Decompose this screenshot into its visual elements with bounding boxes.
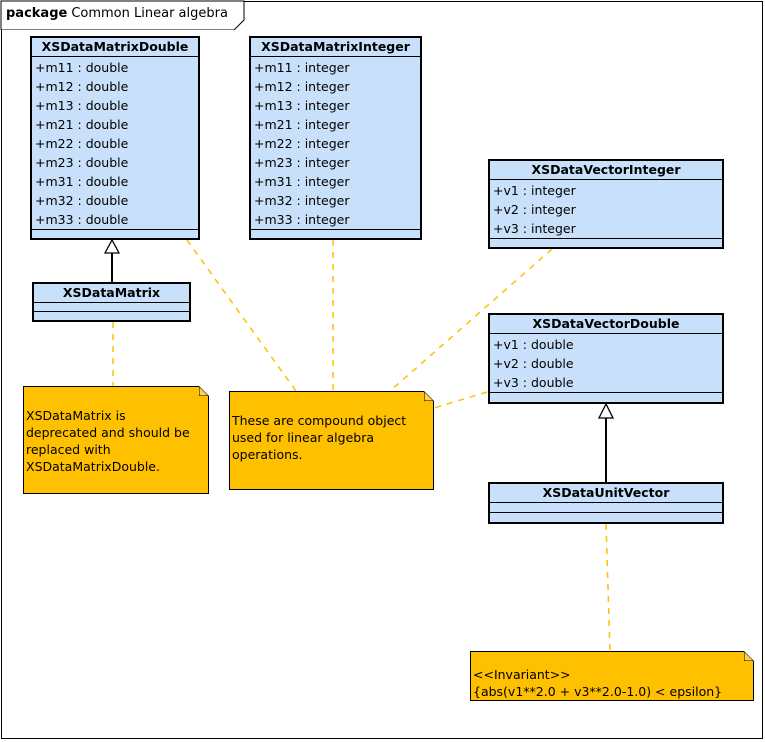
class-xsdatavectordouble[interactable]: XSDataVectorDouble +v1 : double +v2 : do… [488,313,724,404]
note-fold-corner [744,651,754,661]
attribute-m11: +m11 : double [35,60,129,75]
attribute-m31: +m31 : integer [254,174,350,189]
class-xsdatamatrixinteger[interactable]: XSDataMatrixInteger +m11 : integer +m12 … [249,36,422,240]
attribute-m22: +m22 : integer [254,136,350,151]
class-xsdatavectorinteger[interactable]: XSDataVectorInteger +v1 : integer +v2 : … [488,159,724,249]
generalization-arrow-matrix [103,238,121,254]
class-xsdataunitvector[interactable]: XSDataUnitVector [488,482,724,524]
attribute-v3: +v3 : double [493,375,574,390]
attribute-m31: +m31 : double [35,174,129,189]
anchor-vector-double-compound [433,391,488,409]
attribute-m23: +m23 : integer [254,155,350,170]
attribute-v1: +v1 : integer [493,183,576,198]
class-title: XSDataMatrixDouble [32,38,198,57]
attributes-separator [490,512,722,513]
operations-separator [32,229,198,230]
attribute-m22: +m22 : double [35,136,129,151]
anchor-matrix-double-compound [186,239,297,392]
note-compound-text: These are compound object used for linea… [232,413,407,462]
note-fold-corner [199,386,209,396]
attribute-v3: +v3 : integer [493,221,576,236]
package-name: Common Linear algebra [71,6,228,21]
note-deprecated-text: XSDataMatrix is deprecated and should be… [26,408,190,474]
attribute-m32: +m32 : double [35,193,129,208]
attribute-m23: +m23 : double [35,155,129,170]
attribute-m13: +m13 : double [35,98,129,113]
class-xsdatamatrix[interactable]: XSDataMatrix [32,282,191,322]
attribute-m32: +m32 : integer [254,193,350,208]
class-title: XSDataVectorDouble [490,315,722,334]
attribute-v2: +v2 : integer [493,202,576,217]
note-fold-corner [424,391,434,401]
attribute-m21: +m21 : double [35,117,129,132]
class-title: XSDataUnitVector [490,484,722,503]
class-title: XSDataMatrix [34,284,189,303]
attribute-v1: +v1 : double [493,337,574,352]
attribute-m21: +m21 : integer [254,117,350,132]
operations-separator [490,392,722,393]
class-title: XSDataMatrixInteger [251,38,420,57]
note-invariant-text: <<Invariant>> {abs(v1**2.0 + v3**2.0-1.0… [473,667,723,699]
attributes-separator [34,311,189,312]
attribute-m33: +m33 : integer [254,212,350,227]
attribute-m12: +m12 : integer [254,79,350,94]
attribute-m12: +m12 : double [35,79,129,94]
attribute-v2: +v2 : double [493,356,574,371]
class-title: XSDataVectorInteger [490,161,722,180]
note-compound[interactable]: These are compound object used for linea… [229,391,434,490]
package-keyword: package [6,6,68,21]
operations-separator [490,238,722,239]
anchor-unit-vector-invariant [605,523,611,652]
operations-separator [251,229,420,230]
package-tab-outline [0,0,245,30]
attribute-m13: +m13 : integer [254,98,350,113]
class-xsdatamatrixdouble[interactable]: XSDataMatrixDouble +m11 : double +m12 : … [30,36,200,240]
generalization-arrow-unit-vector [597,402,615,419]
note-deprecated[interactable]: XSDataMatrix is deprecated and should be… [23,386,209,494]
attribute-m11: +m11 : integer [254,60,350,75]
note-invariant[interactable]: <<Invariant>> {abs(v1**2.0 + v3**2.0-1.0… [470,651,754,701]
attribute-m33: +m33 : double [35,212,129,227]
